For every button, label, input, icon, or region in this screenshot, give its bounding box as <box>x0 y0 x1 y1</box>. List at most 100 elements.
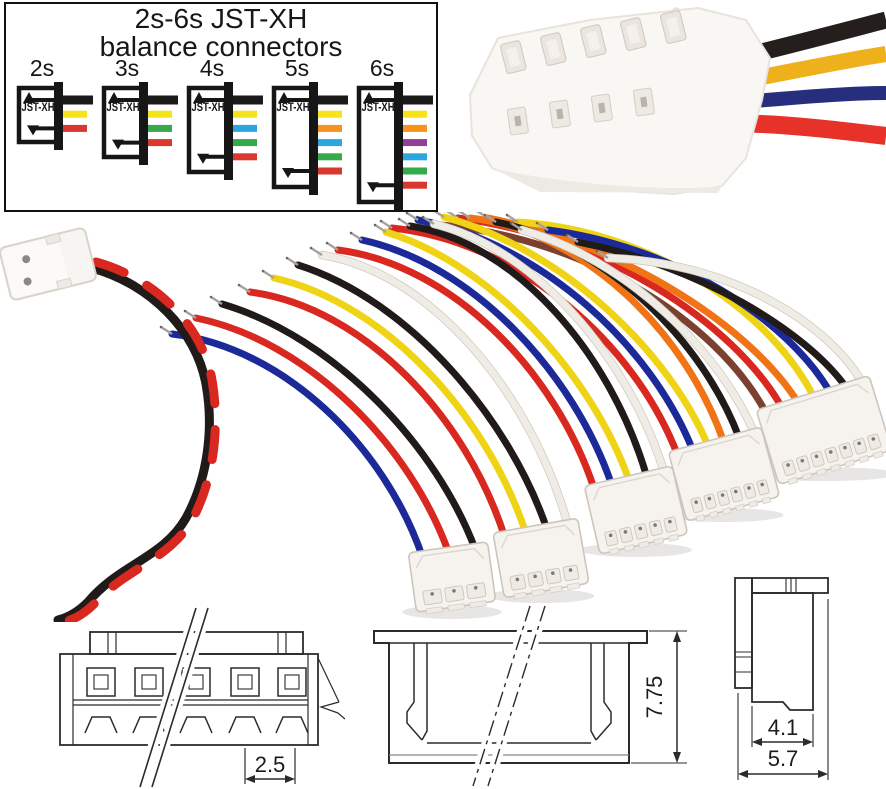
wire-stub-black <box>403 95 433 105</box>
cell-count-label: 4s <box>200 55 224 81</box>
bottom-pin-arrow <box>282 168 294 178</box>
bare-wire-tip <box>350 231 363 242</box>
pitch-dimension: 2.5 <box>244 748 296 784</box>
bare-wire-tip <box>510 221 523 232</box>
jst-xh-3pin-connector <box>408 541 496 615</box>
top-pin-arrow <box>278 92 290 103</box>
top-pin-arrow <box>363 92 375 103</box>
front-pin-slots <box>506 87 655 136</box>
wire-stub-red <box>63 124 87 132</box>
bare-wire-tip <box>326 241 339 252</box>
bare-wire-tip <box>566 233 579 244</box>
wire-stub-yellow <box>233 110 257 118</box>
chip-label: JST-XH <box>362 102 395 114</box>
bare-wire-tip <box>374 223 387 234</box>
housing-shadow <box>492 168 722 193</box>
bare-wire-tip <box>433 212 445 219</box>
bare-wire-tip <box>286 256 299 267</box>
panel-title-line2: balance connectors <box>99 31 343 62</box>
wire-stub-black <box>233 95 263 105</box>
connector-closeup-photo <box>468 6 886 196</box>
wire-stub-black <box>148 95 178 105</box>
jst-xh-7pin-connector <box>756 375 886 485</box>
harness-wire <box>358 236 616 489</box>
wire-stub-red <box>318 167 342 175</box>
harness-5pin <box>325 215 692 557</box>
bottom-pin-arrow <box>112 139 124 150</box>
wire-stub-purple <box>403 139 427 147</box>
wire-stub-green <box>318 153 342 161</box>
bare-wire-tip <box>184 309 197 320</box>
side-outline <box>734 577 829 711</box>
front-view-drawing: 2.5 <box>59 606 345 789</box>
jst-xh-6pin-connector <box>668 427 780 522</box>
panel-title: 2s-6s JST-XH balance connectors <box>6 5 436 61</box>
red-wire <box>59 257 220 622</box>
jst-xh-5pin-connector <box>584 465 688 556</box>
harness-4pin <box>237 246 595 603</box>
harness-wire <box>484 214 802 406</box>
connector-pin-bar <box>139 82 148 165</box>
bottom-pin-arrow <box>27 125 39 136</box>
harness-wire <box>440 213 712 450</box>
bottom-pin-arrow <box>197 153 209 164</box>
wire-stub-red <box>148 139 172 147</box>
cell-count-label: 3s <box>115 55 139 81</box>
wire-stub-blue <box>318 139 342 147</box>
wire-stub-black <box>318 95 348 105</box>
wire-stub-blue <box>233 124 257 132</box>
panel-title-line1: 2s-6s JST-XH <box>134 3 308 34</box>
bare-wire-tip <box>406 212 419 222</box>
break-lines <box>135 606 213 789</box>
bare-wire-tip <box>210 295 223 306</box>
harness-3pin <box>159 295 502 619</box>
bare-wire-tip <box>380 219 393 230</box>
chip-label: JST-XH <box>277 102 310 114</box>
harness-wire <box>604 254 866 387</box>
wire-stub-yellow <box>63 110 87 118</box>
center-break-lines <box>468 604 550 788</box>
top-pin-arrow <box>193 92 205 103</box>
bottom-pin-arrow <box>367 182 379 193</box>
connector-pin-bar <box>54 82 63 150</box>
bare-wire-tip <box>398 217 411 228</box>
bare-wire-tip <box>458 212 471 220</box>
wire-stub-yellow <box>318 110 342 118</box>
connector-pin-bar <box>224 82 233 180</box>
harness-7pin <box>415 212 886 485</box>
wire-stub-yellow <box>148 110 172 118</box>
wire-stub-blue <box>403 153 427 161</box>
wire-harness-photo <box>0 212 886 622</box>
top-pin-slots <box>499 10 687 75</box>
section-outline <box>373 630 648 764</box>
harness-wire <box>334 246 598 493</box>
outer-width-dimension-label: 5.7 <box>768 746 799 771</box>
height-dimension: 7.75 <box>631 630 687 764</box>
top-pin-arrow <box>108 92 120 103</box>
bare-wire-tip <box>484 213 497 224</box>
harness-wire <box>168 330 426 560</box>
harness-wire <box>294 261 551 533</box>
section-view-drawing: 7.75 <box>373 604 687 788</box>
harness-2pin-twisted-pair <box>0 227 220 622</box>
side-view-drawing: 4.1 5.7 <box>734 577 829 780</box>
connector-housing <box>468 6 772 196</box>
wire-stub-black <box>63 95 93 105</box>
bare-wire-tip <box>262 269 275 280</box>
cell-count-label: 6s <box>370 55 394 81</box>
bare-wire-tip <box>238 283 251 294</box>
outer-width-dimension: 5.7 <box>737 599 829 780</box>
top-pin-arrow <box>23 92 35 103</box>
housing-body <box>468 6 772 196</box>
harness-wire <box>430 220 668 477</box>
wire-stub-green <box>233 139 257 147</box>
jst-2pin-plug <box>0 227 97 301</box>
chip-label: JST-XH <box>192 102 225 114</box>
wire-stub-orange <box>403 124 427 132</box>
